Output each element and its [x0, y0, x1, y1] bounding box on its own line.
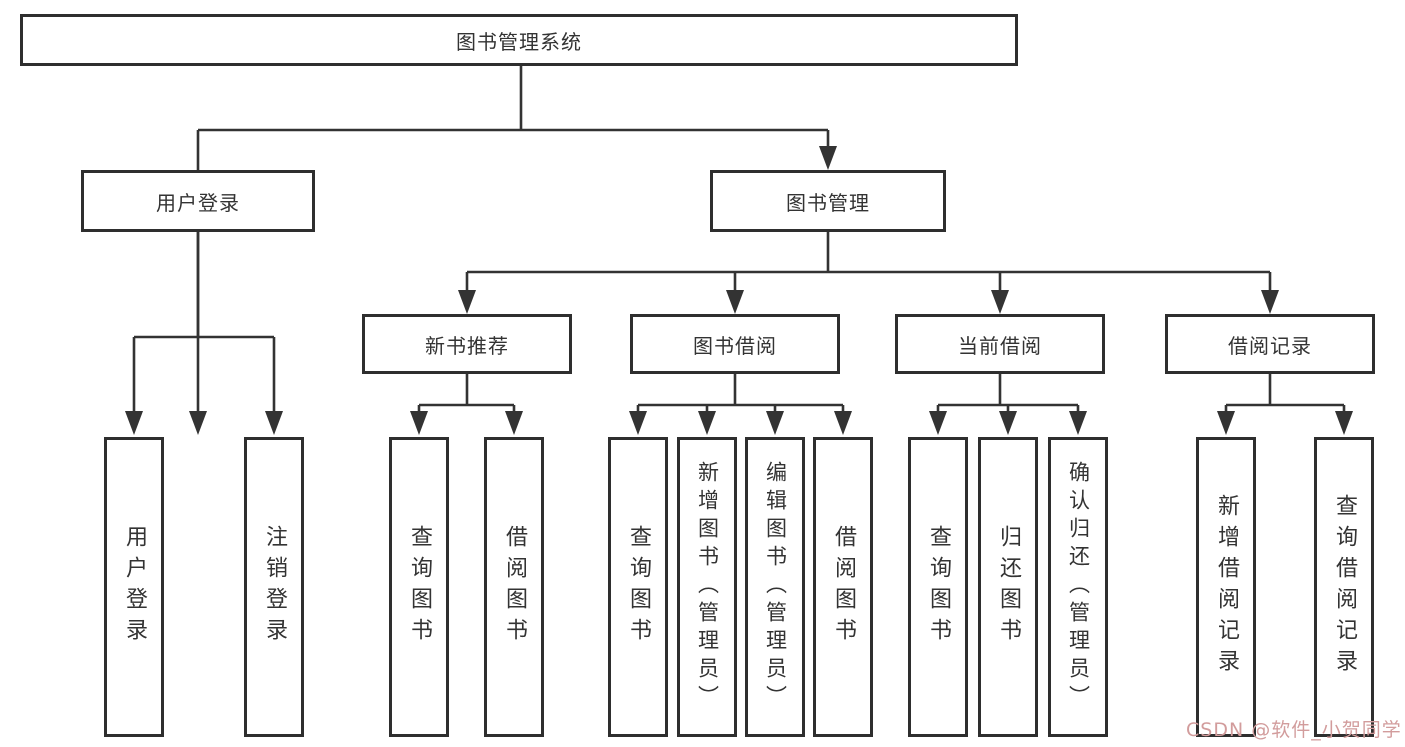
node-user-login: 用户登录 [81, 170, 315, 232]
leaf-query-books-current: 查询图书 [908, 437, 968, 737]
leaf-borrow-books-recommend: 借阅图书 [484, 437, 544, 737]
leaf-confirm-return-admin: 确认归还（管理员） [1048, 437, 1108, 737]
leaf-query-books-borrow: 查询图书 [608, 437, 668, 737]
connector-book-management-children [458, 232, 1279, 314]
connector-new-book-children [410, 374, 523, 435]
leaf-query-borrow-record: 查询借阅记录 [1314, 437, 1374, 737]
leaf-user-login: 用户登录 [104, 437, 164, 737]
leaf-return-books: 归还图书 [978, 437, 1038, 737]
csdn-watermark: CSDN @软件_小贺同学 [1186, 719, 1402, 741]
node-book-borrowing: 图书借阅 [630, 314, 840, 374]
leaf-edit-books-admin: 编辑图书（管理员） [745, 437, 805, 737]
connector-book-borrow-children [629, 374, 852, 435]
connector-current-borrow-children [929, 374, 1087, 435]
leaf-query-books-recommend: 查询图书 [389, 437, 449, 737]
node-library-management-system: 图书管理系统 [20, 14, 1018, 66]
connector-borrow-records-children [1217, 374, 1353, 435]
leaf-add-borrow-record: 新增借阅记录 [1196, 437, 1256, 737]
leaf-borrow-books: 借阅图书 [813, 437, 873, 737]
leaf-logout: 注销登录 [244, 437, 304, 737]
connector-user-login-children [125, 232, 283, 435]
node-book-management: 图书管理 [710, 170, 946, 232]
node-new-book-recommendation: 新书推荐 [362, 314, 572, 374]
leaf-add-books-admin: 新增图书（管理员） [677, 437, 737, 737]
connector-root-to-level2 [189, 66, 837, 435]
node-current-borrowing: 当前借阅 [895, 314, 1105, 374]
node-borrowing-records: 借阅记录 [1165, 314, 1375, 374]
